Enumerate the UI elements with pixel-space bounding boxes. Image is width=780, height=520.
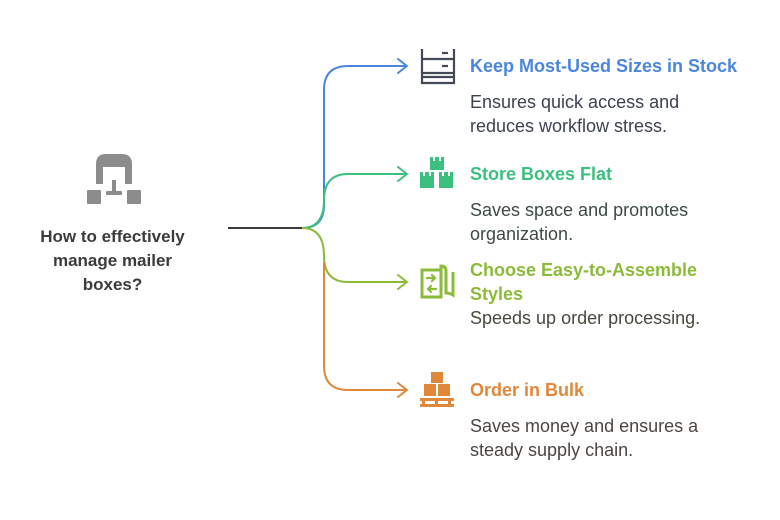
description-line: Ensures quick access and <box>470 92 680 112</box>
branch-title-1: Keep Most-Used Sizes in Stock <box>470 56 738 76</box>
description-line: organization. <box>470 224 574 244</box>
description-line: reduces workflow stress. <box>470 116 668 136</box>
branch-connector-2 <box>301 173 406 229</box>
root-question: How to effectively manage mailer boxes? <box>20 225 205 297</box>
description-line: steady supply chain. <box>470 440 634 460</box>
title-line: Styles <box>470 284 524 304</box>
hierarchy-icon <box>84 150 144 210</box>
branch-title-2: Store Boxes Flat <box>470 164 613 184</box>
root-question-line: manage mailer <box>52 251 173 270</box>
root-question-line: How to effectively <box>40 227 185 246</box>
branch-title-4: Order in Bulk <box>470 380 585 400</box>
description-line: Saves space and promotes <box>470 200 689 220</box>
pallet-boxes-icon <box>419 371 459 411</box>
branch-arrowhead-2 <box>397 166 408 182</box>
branch-connector-4 <box>323 262 406 391</box>
branch-title-3: Choose Easy-to-Assemble Styles <box>470 258 697 306</box>
branch-connector-3 <box>301 227 406 283</box>
root-question-line: boxes? <box>82 275 143 294</box>
branch-arrowhead-4 <box>397 382 408 398</box>
branch-description-2: Saves space and promotes organization. <box>470 198 770 246</box>
branch-description-1: Ensures quick access and reduces workflo… <box>470 90 770 138</box>
branch-connector-1 <box>301 65 406 229</box>
description-line: Speeds up order processing. <box>470 308 701 328</box>
filing-cabinet-icon <box>419 47 459 87</box>
stacked-boxes-icon <box>419 155 459 195</box>
branch-arrowhead-1 <box>397 58 408 74</box>
title-line: Choose Easy-to-Assemble <box>470 260 698 280</box>
branch-description-4: Saves money and ensures a steady supply … <box>470 414 770 462</box>
folding-panel-icon <box>419 263 459 303</box>
description-line: Saves money and ensures a <box>470 416 699 436</box>
branch-description-3: Speeds up order processing. <box>470 306 770 330</box>
branch-arrowhead-3 <box>397 274 408 290</box>
